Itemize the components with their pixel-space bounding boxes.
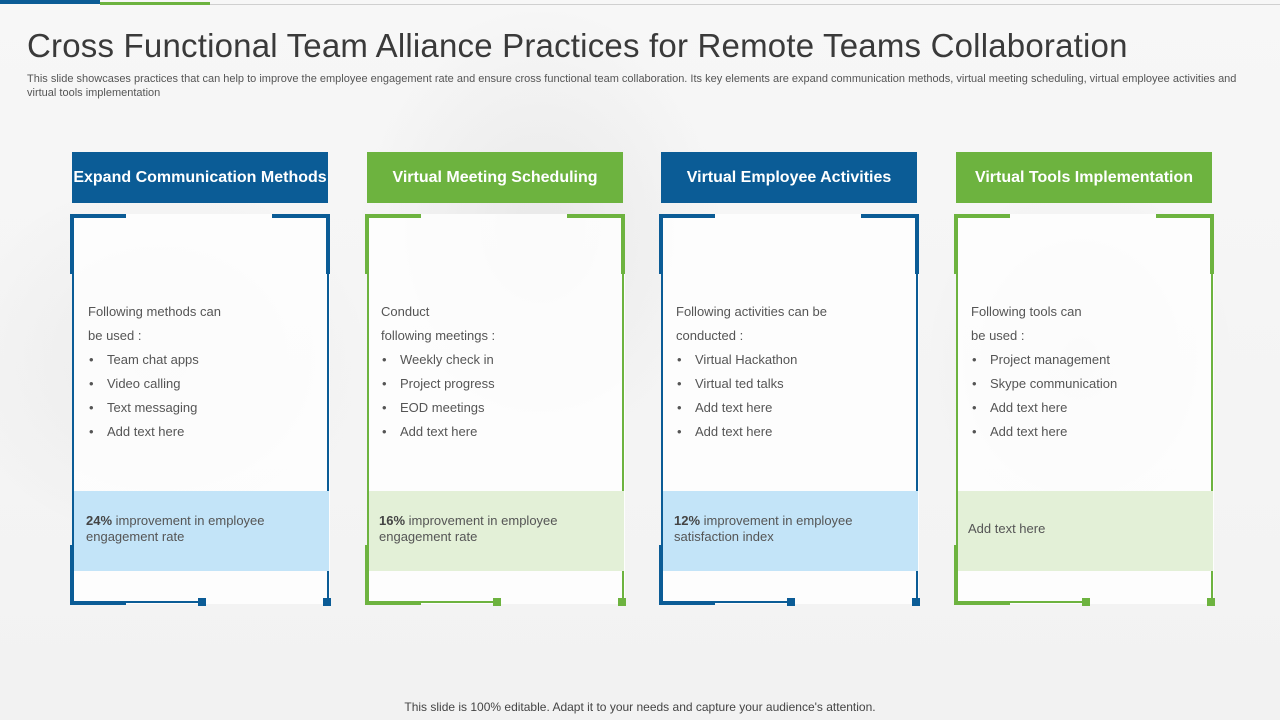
column-tools-implementation: Virtual Tools Implementation Following t…	[954, 152, 1218, 612]
list-item: Project management	[971, 348, 1201, 372]
stat-value: 16%	[379, 513, 406, 528]
column-body: Conduct following meetings : Weekly chec…	[381, 300, 611, 444]
column-meeting-scheduling: Virtual Meeting Scheduling Conduct follo…	[365, 152, 629, 612]
list-item: Team chat apps	[88, 348, 318, 372]
list-item: Project progress	[381, 372, 611, 396]
stat-text: Add text here	[968, 521, 1046, 536]
page-title: Cross Functional Team Alliance Practices…	[27, 27, 1128, 64]
stat-text: improvement in employee engagement rate	[86, 513, 265, 544]
page-subtitle: This slide showcases practices that can …	[27, 73, 1237, 99]
list-item: EOD meetings	[381, 396, 611, 420]
stat-text: improvement in employee engagement rate	[379, 513, 558, 544]
footer-note: This slide is 100% editable. Adapt it to…	[404, 700, 876, 714]
list-item: Virtual ted talks	[676, 372, 906, 396]
list-item: Add text here	[381, 420, 611, 444]
column-header: Virtual Meeting Scheduling	[367, 152, 623, 203]
stat-text: improvement in employee satisfaction ind…	[674, 513, 853, 544]
stat-box: 16% improvement in employee engagement r…	[369, 491, 624, 571]
column-body: Following activities can be conducted : …	[676, 300, 906, 444]
list-item: Weekly check in	[381, 348, 611, 372]
stat-box: 24% improvement in employee engagement r…	[74, 491, 329, 571]
stat-value: 24%	[86, 513, 113, 528]
list-item: Skype communication	[971, 372, 1201, 396]
column-header: Expand Communication Methods	[72, 152, 328, 203]
stat-value: 12%	[674, 513, 701, 528]
list-item: Video calling	[88, 372, 318, 396]
column-body: Following tools can be used : Project ma…	[971, 300, 1201, 444]
top-accent-bar	[0, 0, 1280, 6]
column-employee-activities: Virtual Employee Activities Following ac…	[659, 152, 923, 612]
column-header: Virtual Employee Activities	[661, 152, 917, 203]
column-body: Following methods can be used : Team cha…	[88, 300, 318, 444]
list-item: Virtual Hackathon	[676, 348, 906, 372]
column-expand-communication: Expand Communication Methods Following m…	[70, 152, 334, 612]
list-item: Add text here	[971, 420, 1201, 444]
list-item: Add text here	[88, 420, 318, 444]
list-item: Text messaging	[88, 396, 318, 420]
list-item: Add text here	[676, 420, 906, 444]
list-item: Add text here	[676, 396, 906, 420]
list-item: Add text here	[971, 396, 1201, 420]
stat-box: Add text here	[958, 491, 1213, 571]
column-header: Virtual Tools Implementation	[956, 152, 1212, 203]
stat-box: 12% improvement in employee satisfaction…	[663, 491, 918, 571]
